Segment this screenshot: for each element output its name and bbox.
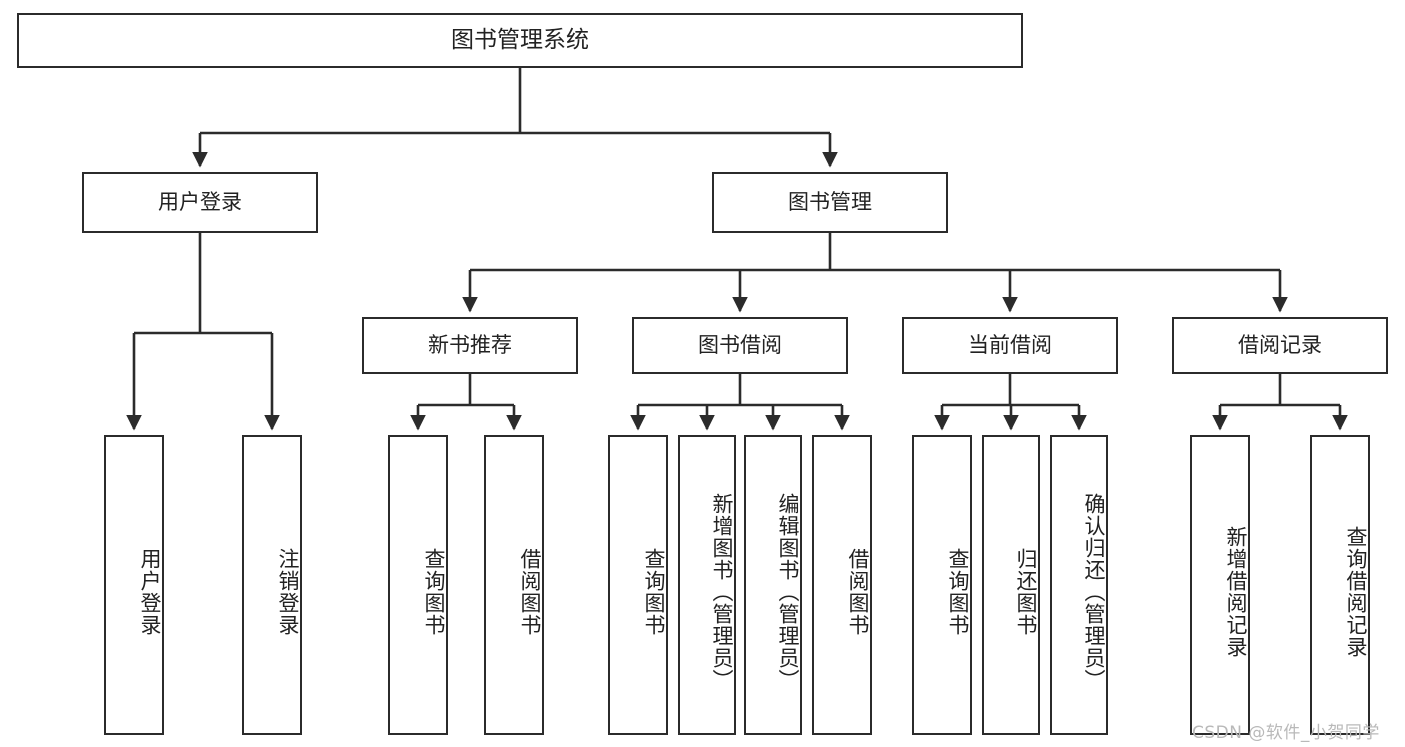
node-leaf-query-book-2-label: 查询图书 (642, 548, 666, 636)
node-book-borrow-label: 图书借阅 (698, 333, 782, 358)
node-leaf-add-record[interactable]: 新增借阅记录 (1190, 435, 1250, 735)
node-leaf-query-record-label: 查询借阅记录 (1344, 526, 1368, 658)
node-leaf-add-book-label: 新增图书（管理员） (710, 493, 734, 691)
node-root[interactable]: 图书管理系统 (17, 13, 1023, 68)
node-leaf-return-book[interactable]: 归还图书 (982, 435, 1040, 735)
node-user-login[interactable]: 用户登录 (82, 172, 318, 233)
node-leaf-query-book-3[interactable]: 查询图书 (912, 435, 972, 735)
node-leaf-borrow-book-1-label: 借阅图书 (518, 548, 542, 636)
node-borrow-record-label: 借阅记录 (1238, 333, 1322, 358)
node-new-book-rec-label: 新书推荐 (428, 333, 512, 358)
node-leaf-query-book-1-label: 查询图书 (422, 548, 446, 636)
node-leaf-borrow-book-2-label: 借阅图书 (846, 548, 870, 636)
node-leaf-user-logout[interactable]: 注销登录 (242, 435, 302, 735)
node-leaf-borrow-book-1[interactable]: 借阅图书 (484, 435, 544, 735)
node-leaf-query-book-2[interactable]: 查询图书 (608, 435, 668, 735)
node-leaf-query-book-3-label: 查询图书 (946, 548, 970, 636)
node-current-borrow-label: 当前借阅 (968, 333, 1052, 358)
node-leaf-add-record-label: 新增借阅记录 (1224, 526, 1248, 658)
node-leaf-user-logout-label: 注销登录 (276, 548, 300, 636)
node-user-login-label: 用户登录 (158, 190, 242, 215)
node-root-label: 图书管理系统 (451, 26, 589, 53)
node-leaf-edit-book-label: 编辑图书（管理员） (776, 493, 800, 691)
node-leaf-query-book-1[interactable]: 查询图书 (388, 435, 448, 735)
node-borrow-record[interactable]: 借阅记录 (1172, 317, 1388, 374)
node-new-book-rec[interactable]: 新书推荐 (362, 317, 578, 374)
node-book-manage[interactable]: 图书管理 (712, 172, 948, 233)
node-leaf-user-login[interactable]: 用户登录 (104, 435, 164, 735)
node-leaf-query-record[interactable]: 查询借阅记录 (1310, 435, 1370, 735)
node-current-borrow[interactable]: 当前借阅 (902, 317, 1118, 374)
node-leaf-edit-book[interactable]: 编辑图书（管理员） (744, 435, 802, 735)
node-leaf-confirm-return[interactable]: 确认归还（管理员） (1050, 435, 1108, 735)
node-leaf-borrow-book-2[interactable]: 借阅图书 (812, 435, 872, 735)
node-book-manage-label: 图书管理 (788, 190, 872, 215)
node-leaf-user-login-label: 用户登录 (138, 548, 162, 636)
node-leaf-add-book[interactable]: 新增图书（管理员） (678, 435, 736, 735)
node-leaf-return-book-label: 归还图书 (1014, 548, 1038, 636)
node-leaf-confirm-return-label: 确认归还（管理员） (1082, 493, 1106, 691)
watermark: CSDN @软件_小贺同学 (1192, 723, 1380, 743)
node-book-borrow[interactable]: 图书借阅 (632, 317, 848, 374)
